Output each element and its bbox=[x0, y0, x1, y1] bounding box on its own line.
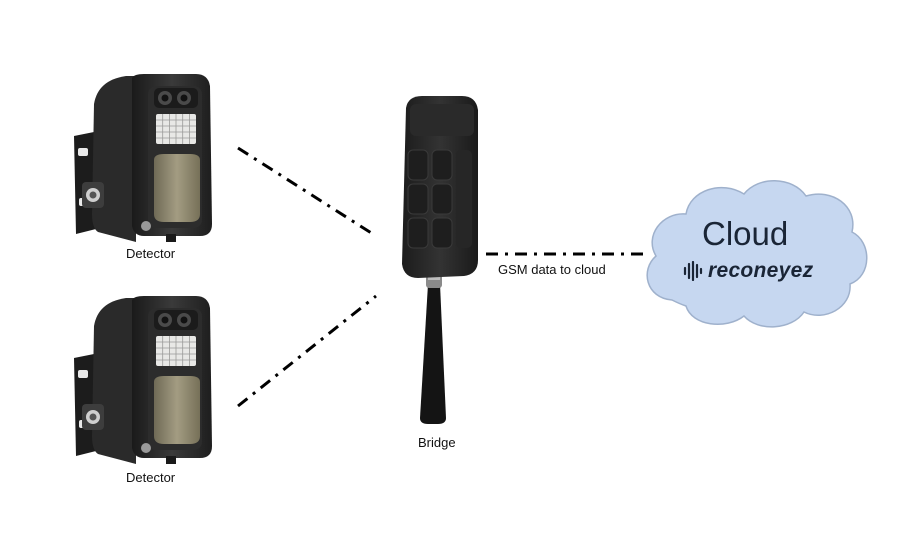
cloud-title: Cloud bbox=[702, 215, 789, 252]
detector-bottom-device bbox=[73, 295, 213, 465]
brand-logo: reconeyez bbox=[682, 259, 813, 283]
detector-top-device bbox=[73, 73, 213, 243]
link-detector-bottom-to-bridge bbox=[237, 294, 377, 408]
gsm-link-label: GSM data to cloud bbox=[498, 262, 606, 277]
link-detector-top-to-bridge bbox=[237, 146, 377, 238]
detector-top-label: Detector bbox=[126, 246, 176, 261]
waveform-icon bbox=[683, 261, 703, 281]
detector-bottom-label: Detector bbox=[126, 470, 176, 485]
cloud-shape bbox=[646, 180, 868, 328]
bridge-label: Bridge bbox=[418, 435, 456, 450]
bridge-device bbox=[402, 96, 478, 424]
brand-name: reconeyez bbox=[708, 259, 814, 282]
